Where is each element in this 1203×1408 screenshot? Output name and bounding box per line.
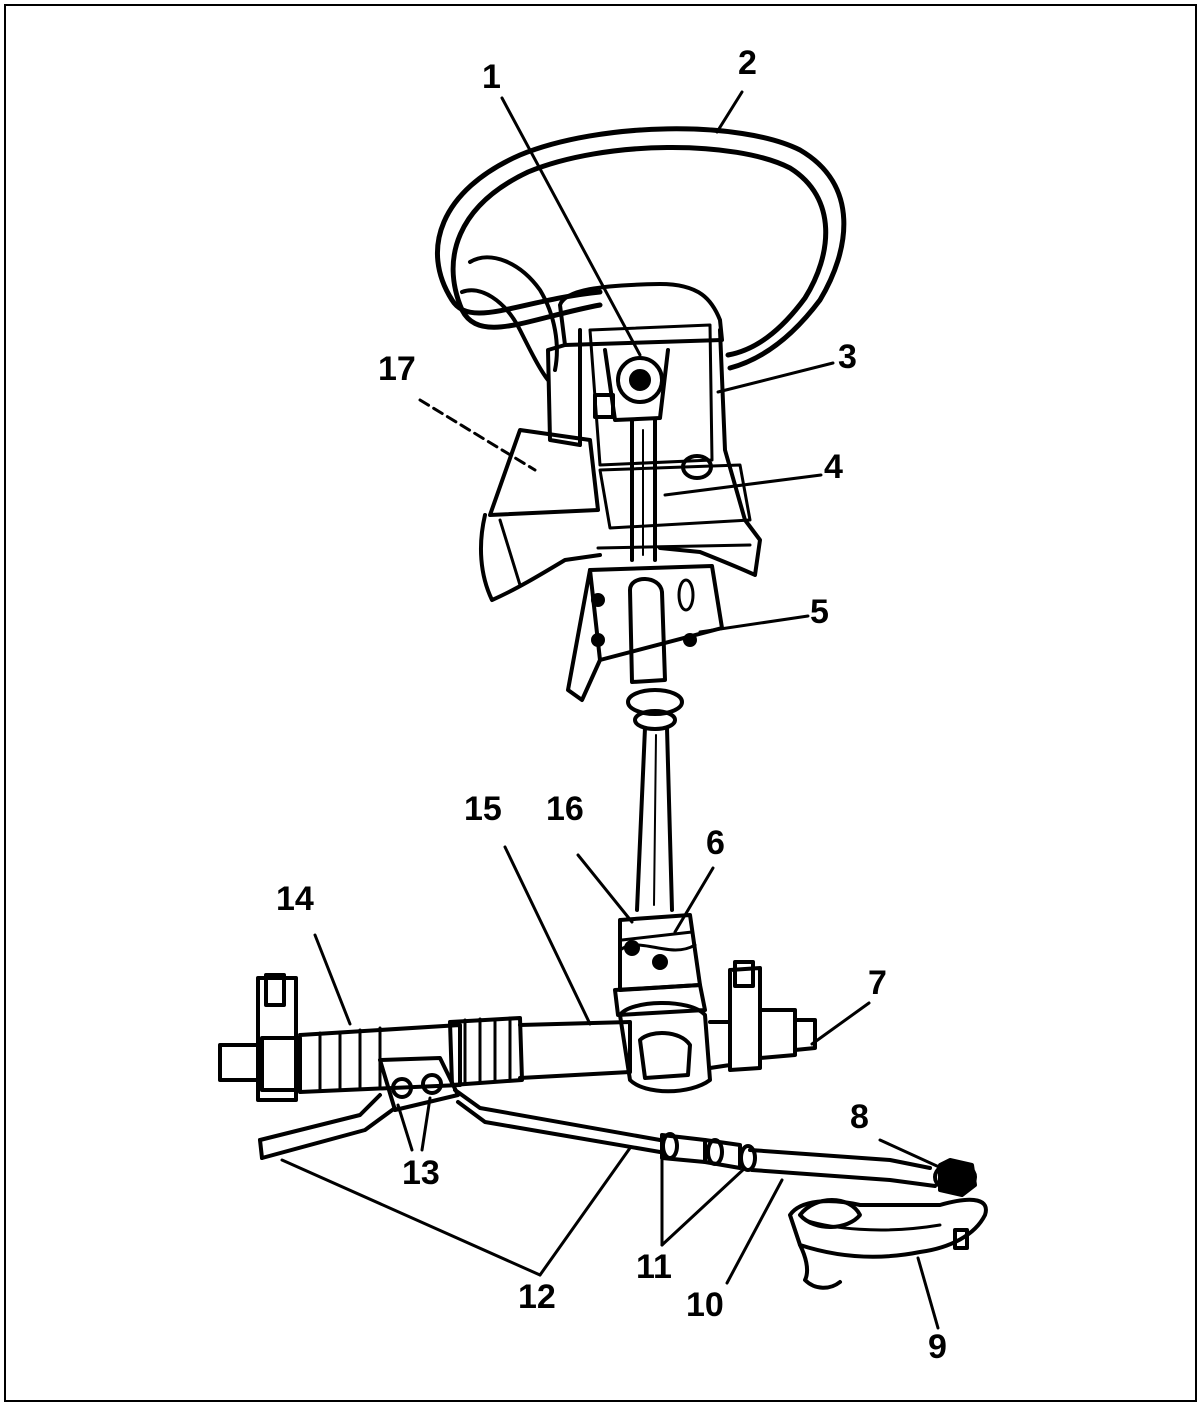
label-17: 17 <box>378 350 416 388</box>
label-9: 9 <box>928 1328 947 1366</box>
label-8: 8 <box>850 1098 869 1136</box>
ball-joint-and-steering-arm <box>788 1158 988 1290</box>
label-3: 3 <box>838 338 857 376</box>
label-5: 5 <box>810 593 829 631</box>
label-2: 2 <box>738 44 757 82</box>
label-1: 1 <box>482 58 501 96</box>
upper-shaft-gear <box>593 348 670 422</box>
label-10: 10 <box>686 1286 724 1324</box>
steering-column-housing <box>478 282 762 602</box>
label-15: 15 <box>464 790 502 828</box>
label-11: 11 <box>636 1248 672 1286</box>
label-4: 4 <box>824 448 843 486</box>
leader-lines <box>280 90 952 1330</box>
intermediate-shaft <box>626 688 684 912</box>
label-16: 16 <box>546 790 584 828</box>
label-12: 12 <box>518 1278 556 1316</box>
diagram-frame <box>4 4 1197 1402</box>
label-13: 13 <box>402 1154 440 1192</box>
outer-tie-rod <box>748 1148 937 1188</box>
steering-wheel <box>435 126 847 382</box>
label-7: 7 <box>868 964 887 1002</box>
tie-rod-clamp <box>378 1056 460 1112</box>
tie-rod <box>258 1088 662 1160</box>
label-6: 6 <box>706 824 725 862</box>
shaft-coupling <box>613 913 707 1017</box>
label-14: 14 <box>276 880 314 918</box>
steering-rack <box>218 960 817 1102</box>
upper-steering-shaft <box>630 418 657 562</box>
adjusting-sleeve <box>660 1132 757 1172</box>
